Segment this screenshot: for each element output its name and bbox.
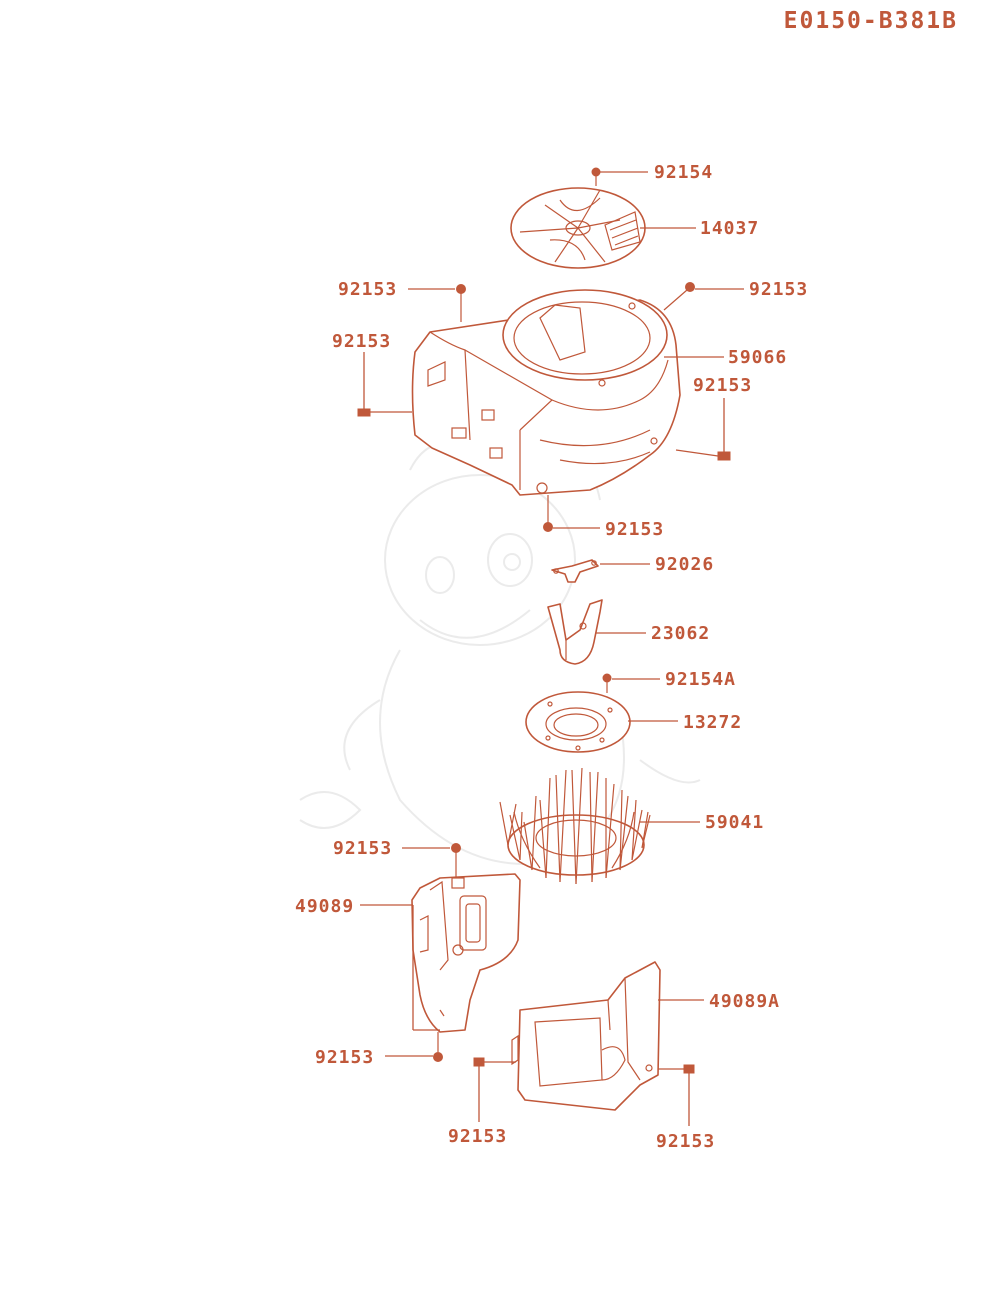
bolt-92153-cover-top: [402, 843, 461, 878]
callout-59066: 59066: [728, 347, 787, 368]
callout-92153-left-top: 92153: [338, 279, 397, 300]
screen-14037: [510, 187, 696, 269]
callout-92153-right-top: 92153: [749, 279, 808, 300]
blower-housing-59066: [411, 289, 724, 496]
screw-92154A: [602, 673, 660, 693]
cover-49089: [360, 873, 521, 1033]
callout-92026: 92026: [655, 554, 714, 575]
callout-59041: 59041: [705, 812, 764, 833]
callout-13272: 13272: [683, 712, 742, 733]
screw-92154-top: [591, 167, 648, 186]
callout-92153-cover-top: 92153: [333, 838, 392, 859]
callout-92153-shroud-right: 92153: [656, 1131, 715, 1152]
bolt-92153-right-side: [675, 398, 731, 461]
bolt-92153-right-top: [663, 282, 744, 311]
callout-49089: 49089: [295, 896, 354, 917]
bolt-92153-cover-bottom: [385, 1032, 443, 1062]
callout-92153-housing-bottom: 92153: [605, 519, 664, 540]
bolt-92153-shroud-right: [658, 1064, 695, 1126]
callout-92154A: 92154A: [665, 669, 736, 690]
callout-92153-left-side: 92153: [332, 331, 391, 352]
callout-14037: 14037: [700, 218, 759, 239]
bolt-92153-housing-bottom: [543, 495, 600, 532]
callout-49089A: 49089A: [709, 991, 780, 1012]
plate-13272: [525, 691, 678, 753]
mascot-watermark-icon: [299, 442, 701, 865]
diagram-code: E0150-B381B: [784, 8, 958, 34]
callout-92153-right-side: 92153: [693, 375, 752, 396]
bracket-23062: [547, 599, 646, 665]
bolt-92153-shroud-left: [473, 1057, 516, 1122]
callout-92153-shroud-left: 92153: [448, 1126, 507, 1147]
callout-23062: 23062: [651, 623, 710, 644]
callout-92153-cover-bottom: 92153: [315, 1047, 374, 1068]
shroud-49089A: [511, 961, 704, 1111]
bolt-92153-left-top: [408, 284, 466, 322]
fan-59041: [499, 767, 700, 885]
clip-92026: [551, 559, 650, 583]
callout-92154-top: 92154: [654, 162, 713, 183]
bolt-92153-left-side: [357, 352, 412, 417]
